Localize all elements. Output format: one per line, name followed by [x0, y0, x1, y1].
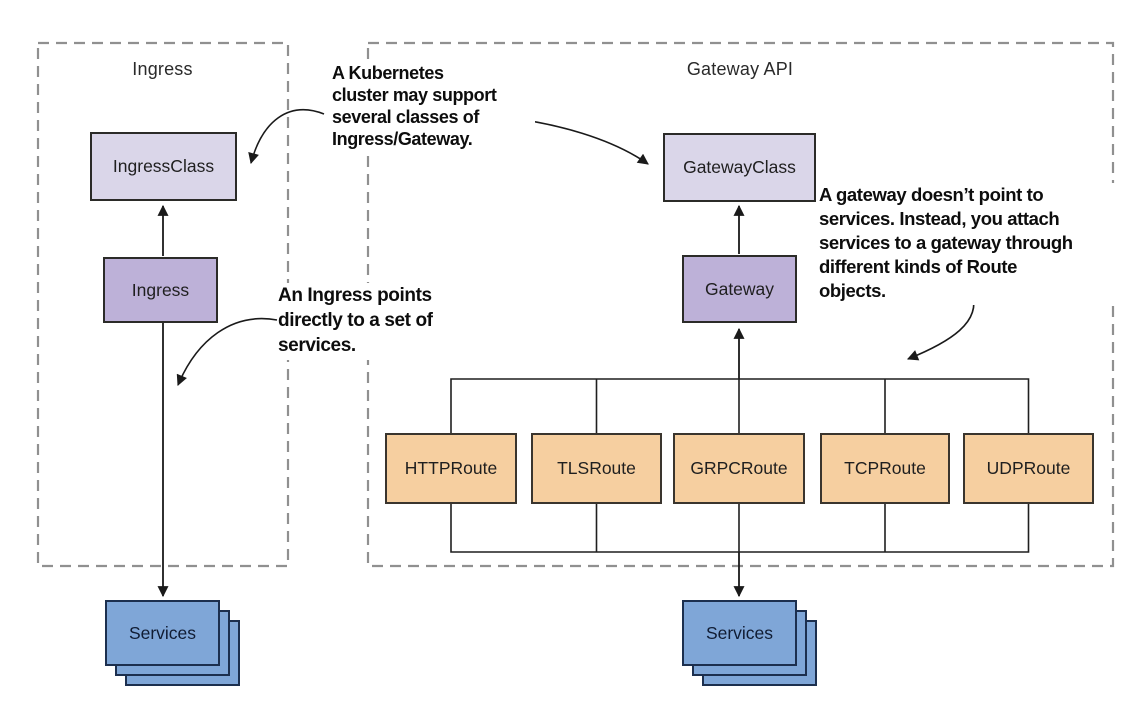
grpcroute-node: GRPCRoute	[673, 433, 805, 504]
tlsroute-node: TLSRoute	[531, 433, 662, 504]
gatewayclass-node: GatewayClass	[663, 133, 816, 202]
services-node-left: Services	[105, 600, 220, 666]
classes-note-arrow-left	[248, 109, 325, 165]
services-stack-left: Services	[105, 600, 245, 690]
services-node-right: Services	[682, 600, 797, 666]
ingress-note: An Ingress points directly to a set of s…	[278, 283, 449, 360]
ingress-note-arrow	[176, 317, 278, 387]
classes-note: A Kubernetes cluster may support several…	[332, 62, 535, 152]
gateway-note: A gateway doesn’t point to services. Ins…	[819, 183, 1130, 305]
gateway-node: Gateway	[682, 255, 797, 323]
tcproute-node: TCPRoute	[820, 433, 950, 504]
ingressclass-node: IngressClass	[90, 132, 237, 201]
ingress-group-title: Ingress	[132, 59, 193, 79]
route-bottom-bus	[450, 504, 1030, 553]
httproute-node: HTTPRoute	[385, 433, 517, 504]
services-stack-right: Services	[682, 600, 822, 690]
route-top-bus	[450, 378, 1030, 433]
gateway-group-title: Gateway API	[686, 59, 794, 79]
ingress-node: Ingress	[103, 257, 218, 323]
udproute-node: UDPRoute	[963, 433, 1094, 504]
